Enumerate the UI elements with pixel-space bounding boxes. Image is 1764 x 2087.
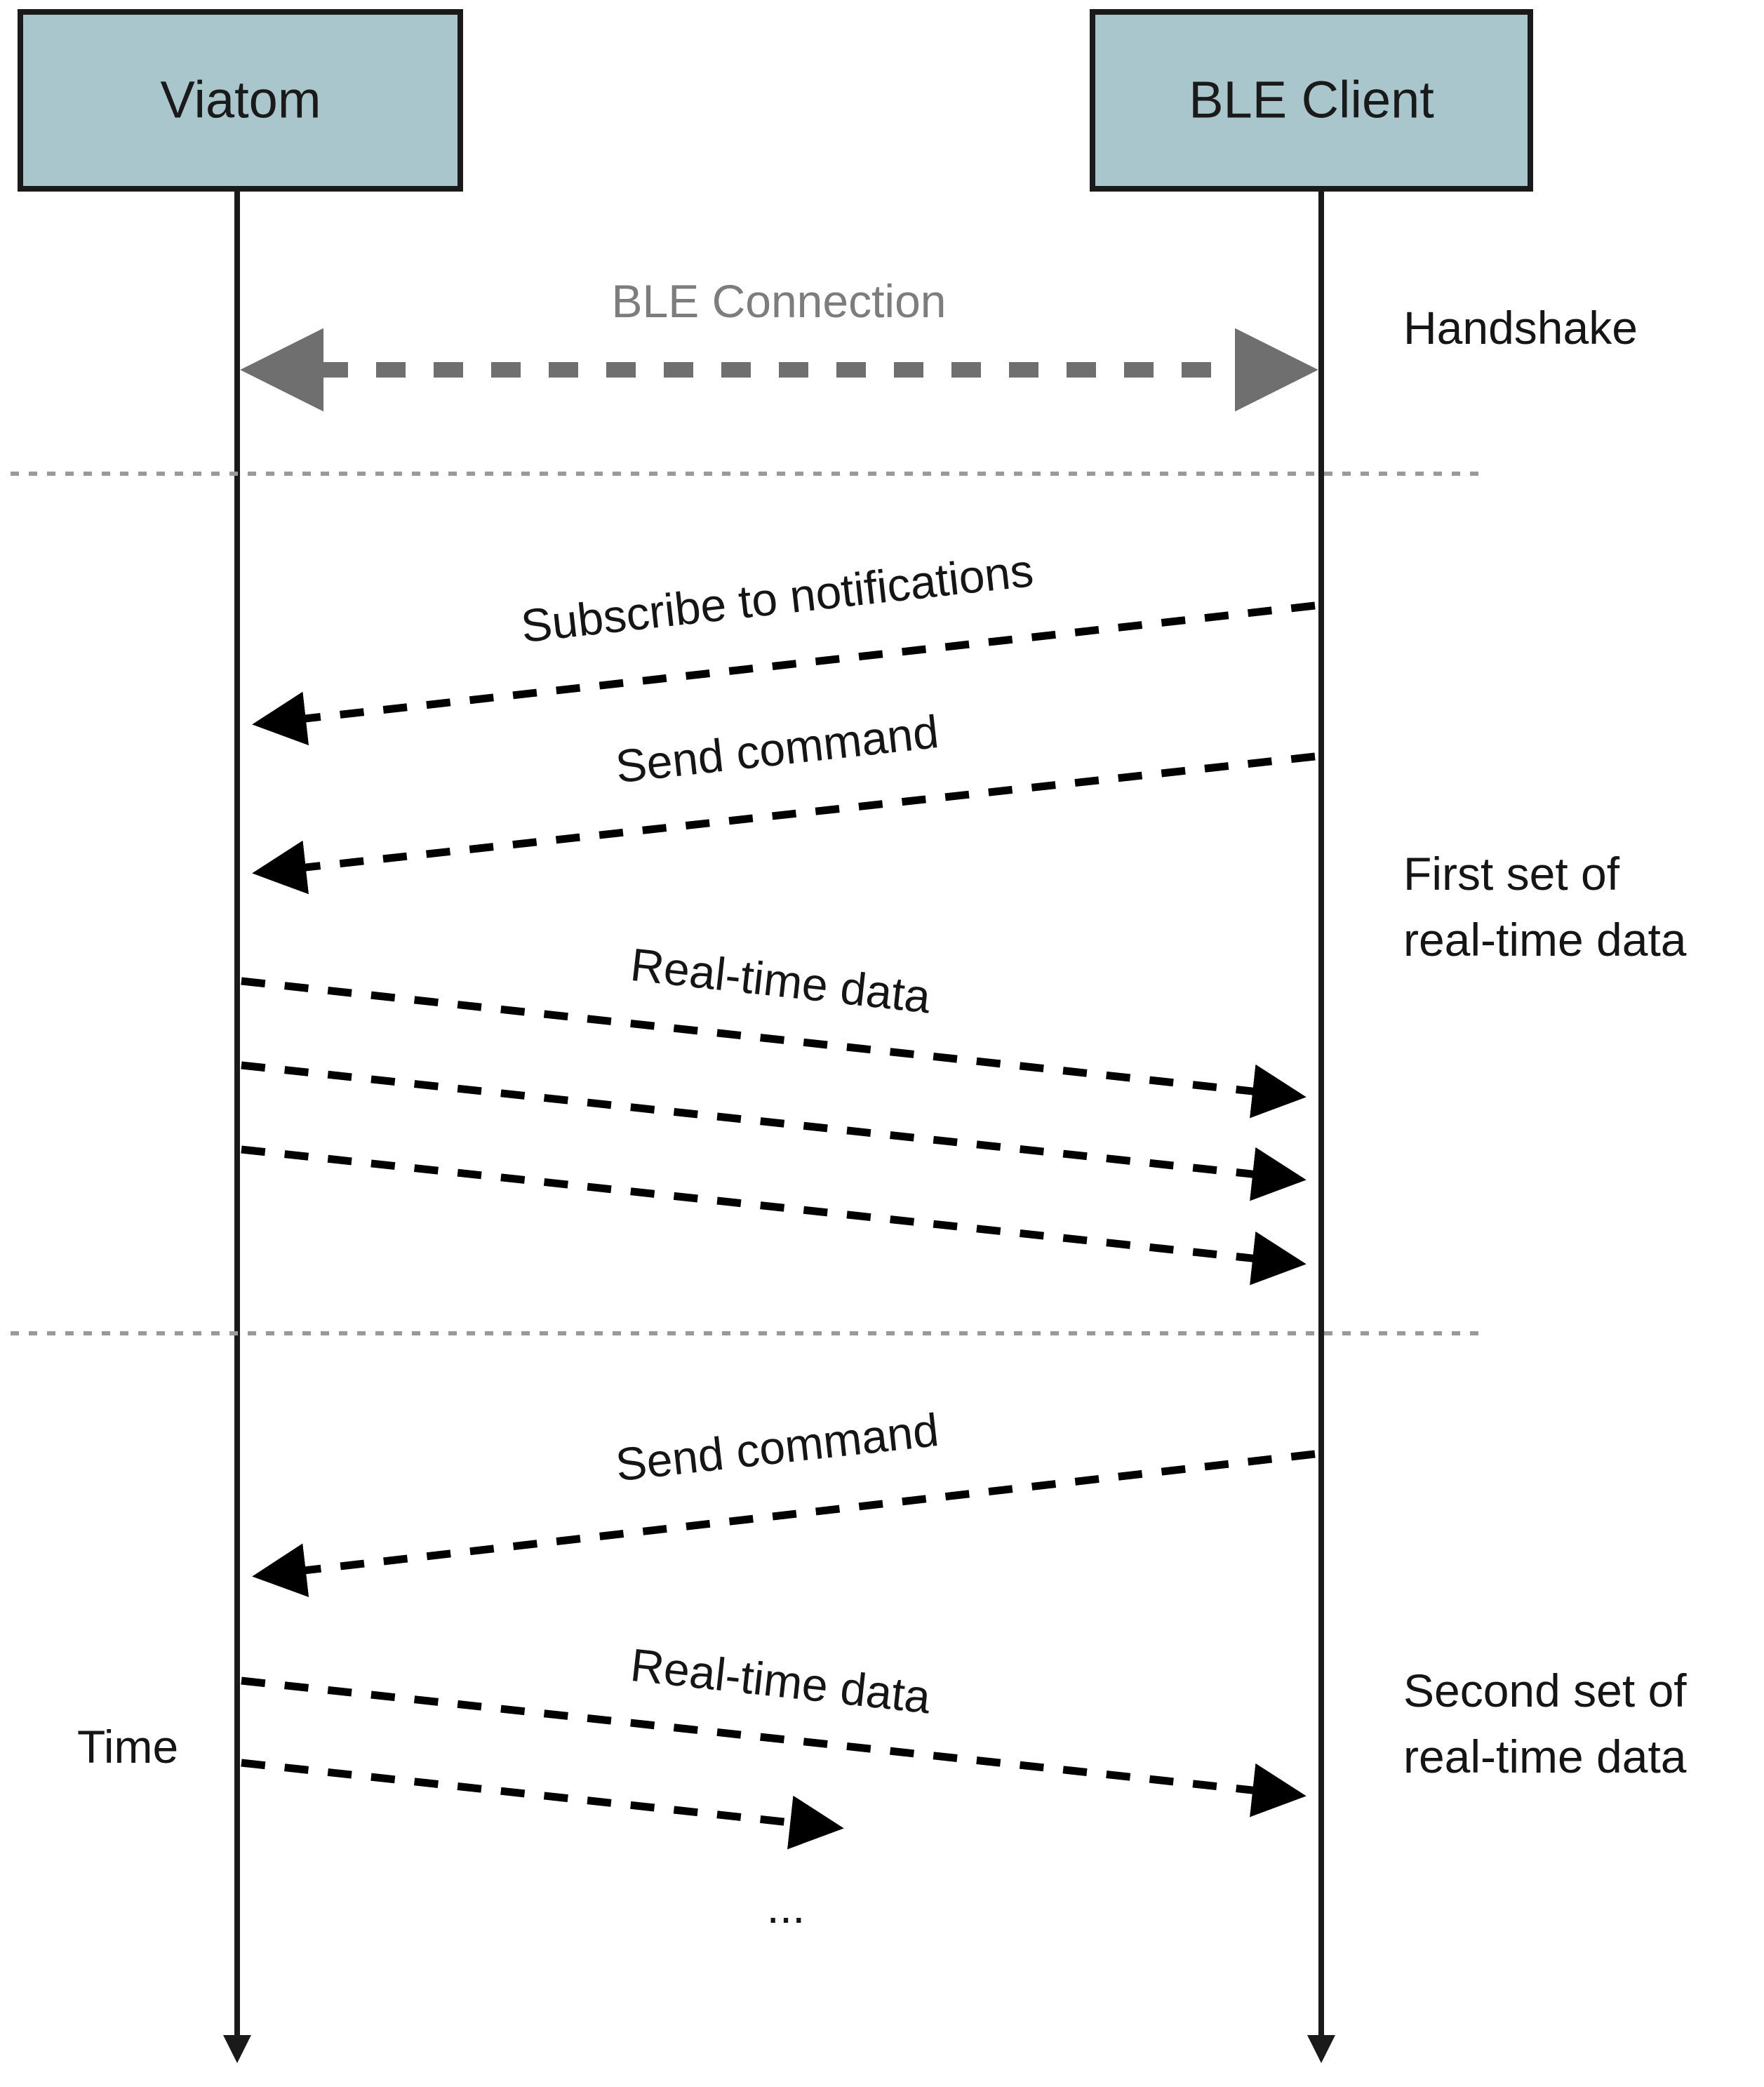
side-note-handshake: Handshake: [1403, 302, 1638, 354]
continuation-ellipsis: ...: [766, 1881, 805, 1933]
message-label-real-time-data-2: Real-time data: [628, 1639, 933, 1723]
side-note-second-set-line-2: real-time data: [1403, 1731, 1687, 1782]
message-send-command-2: Send command: [252, 1403, 1316, 1597]
message-arrow-real-time-data-1a: [241, 977, 1307, 1119]
message-real-time-data-1b: [241, 1061, 1307, 1201]
message-label-send-command-2: Send command: [613, 1403, 942, 1491]
message-arrow-real-time-data-2b: [241, 1759, 844, 1850]
message-real-time-data-2a: Real-time data: [241, 1639, 1307, 1818]
participant-ble-client[interactable]: BLE Client: [1090, 9, 1533, 192]
message-real-time-data-1a: Real-time data: [241, 938, 1307, 1119]
message-ble-connection: BLE Connection: [240, 275, 1318, 412]
side-note-second-set-line-1: Second set of: [1403, 1665, 1687, 1716]
side-note-first-set-line-2: real-time data: [1403, 914, 1687, 966]
message-arrow-real-time-data-1c: [241, 1145, 1307, 1286]
message-real-time-data-1c: [241, 1145, 1307, 1286]
side-note-first-set: First set of real-time data: [1403, 848, 1687, 966]
side-note-first-set-line-1: First set of: [1403, 848, 1620, 900]
participant-label-viatom: Viatom: [161, 71, 321, 129]
message-label-send-command-1: Send command: [613, 705, 942, 792]
participant-label-ble-client: BLE Client: [1189, 71, 1434, 129]
message-send-command-1: Send command: [252, 705, 1316, 895]
message-arrow-subscribe-to-notifications: [252, 601, 1316, 746]
message-arrow-send-command-1: [252, 752, 1316, 895]
participant-box-viatom: [18, 9, 463, 192]
message-real-time-data-2b-truncated: [241, 1759, 844, 1850]
message-label-real-time-data-1: Real-time data: [628, 938, 933, 1023]
message-subscribe-to-notifications: Subscribe to notifications: [252, 544, 1316, 746]
participant-box-ble-client: [1090, 9, 1533, 192]
message-arrow-real-time-data-1b: [241, 1061, 1307, 1201]
message-label-subscribe-to-notifications: Subscribe to notifications: [519, 544, 1036, 652]
side-note-handshake-line-1: Handshake: [1403, 302, 1638, 354]
side-note-second-set: Second set of real-time data: [1403, 1665, 1687, 1782]
message-label-ble-connection: BLE Connection: [612, 275, 947, 327]
time-axis-label: Time: [77, 1721, 178, 1773]
participant-viatom[interactable]: Viatom: [18, 9, 463, 192]
message-arrow-real-time-data-2a: [241, 1676, 1307, 1818]
message-arrow-send-command-2: [252, 1450, 1316, 1597]
